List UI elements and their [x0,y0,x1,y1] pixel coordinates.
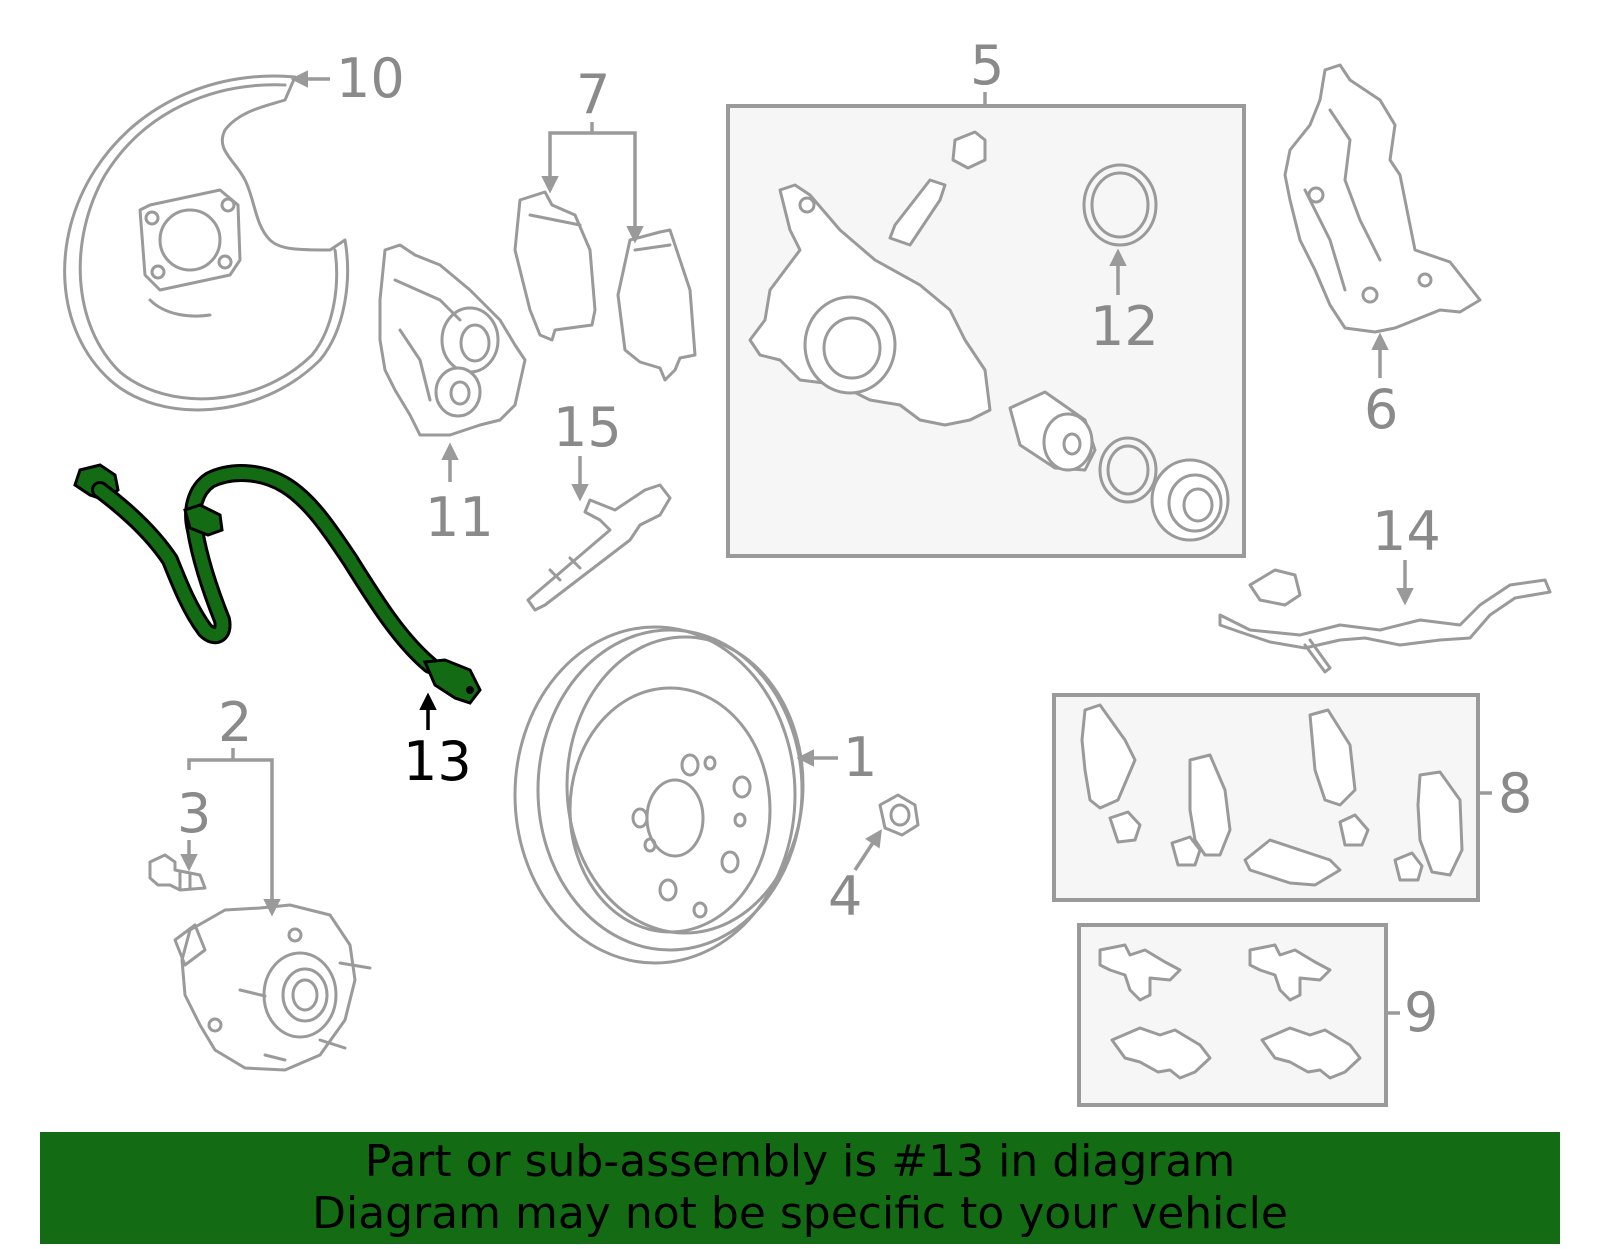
callout-8: 8 [1478,762,1532,825]
svg-text:4: 4 [828,865,862,928]
part-8-pad-kit-box [1052,693,1480,902]
callout-9: 9 [1386,981,1438,1044]
callout-5: 5 [970,34,1004,106]
svg-text:8: 8 [1498,762,1532,825]
svg-text:6: 6 [1364,378,1398,441]
svg-text:10: 10 [336,47,405,110]
part-4-nut [878,793,920,837]
svg-text:9: 9 [1404,981,1438,1044]
callout-4: 4 [828,829,882,928]
callout-6: 6 [1364,332,1398,441]
callout-12: 12 [1090,248,1159,358]
part-5-caliper-kit-box [726,104,1246,558]
svg-text:3: 3 [177,782,211,845]
callout-10: 10 [290,47,405,110]
callout-14: 14 [1372,500,1441,606]
svg-text:13: 13 [403,730,472,793]
svg-text:1: 1 [843,726,877,789]
svg-text:11: 11 [425,486,494,549]
banner-line-2: Diagram may not be specific to your vehi… [312,1188,1288,1239]
part-3-hub-bolt [148,853,207,892]
callout-7: 7 [541,63,644,244]
part-15-abs-sensor [526,483,672,612]
info-banner: Part or sub-assembly is #13 in diagram D… [40,1132,1560,1244]
part-10-dust-shield [63,74,350,412]
part-9-clip-kit-box [1077,923,1388,1107]
part-11-caliper-body [378,243,527,437]
callout-2-3: 2 3 [177,691,281,917]
callout-11: 11 [425,442,494,549]
part-2-hub-assembly [173,903,372,1072]
svg-text:12: 12 [1090,295,1159,358]
callout-13: 13 [403,692,472,793]
part-1-brake-rotor [513,625,805,965]
part-14-wire-harness [1218,568,1552,674]
svg-text:7: 7 [576,63,610,126]
svg-text:2: 2 [218,691,252,754]
callout-1: 1 [796,726,877,789]
callout-15: 15 [553,396,622,502]
svg-text:5: 5 [970,34,1004,97]
part-6-bracket [1283,63,1482,334]
part-13-brake-hose [73,463,482,705]
part-7-brake-pads [513,190,697,382]
banner-line-1: Part or sub-assembly is #13 in diagram [364,1136,1236,1187]
svg-text:15: 15 [553,396,622,459]
svg-text:14: 14 [1372,500,1441,563]
